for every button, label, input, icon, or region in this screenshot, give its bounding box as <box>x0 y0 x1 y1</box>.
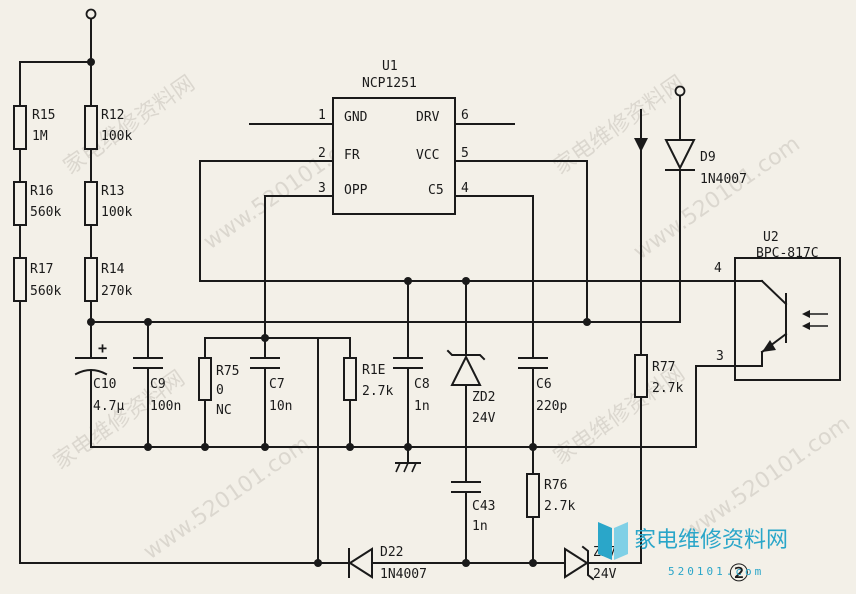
brand-url: 520101.com <box>668 565 764 578</box>
junctions <box>87 58 591 567</box>
c7-ref: C7 <box>269 377 285 392</box>
ground-symbol <box>395 462 421 473</box>
r76-body <box>526 473 540 518</box>
u2-pin3-num: 3 <box>716 349 724 364</box>
r13-ref: R13 <box>101 184 124 199</box>
r16-body <box>13 181 27 226</box>
u1-pin3-name: OPP <box>344 183 368 198</box>
c6-ref: C6 <box>536 377 552 392</box>
diodes: D9 1N4007 ZD2 24V D22 1N4007 ZD7 24V <box>348 139 747 582</box>
c10-polarity: + <box>98 339 107 357</box>
r77-value: 2.7k <box>652 381 683 396</box>
zd2-value: 24V <box>472 411 496 426</box>
watermark-text: 家电维修资料网 <box>59 71 200 180</box>
u1-ref: U1 <box>382 59 398 74</box>
brand-logo: 家电维修资料网 520101.com <box>598 522 788 578</box>
d22-ref: D22 <box>380 545 403 560</box>
u2-pin4-num: 4 <box>714 261 722 276</box>
r1e-body <box>343 357 357 401</box>
capacitors: + C10 4.7μ C9 100n C7 10n C8 1n C6 220p … <box>74 339 567 534</box>
c9-ref: C9 <box>150 377 166 392</box>
r12-value: 100k <box>101 129 132 144</box>
u1-pin4-num: 4 <box>461 181 469 196</box>
r14-value: 270k <box>101 284 132 299</box>
u1-pin5-name: VCC <box>416 148 439 163</box>
brand-book-icon <box>598 522 628 560</box>
r13-body <box>84 181 98 226</box>
r1e-ref: R1E <box>362 363 385 378</box>
u1-part: NCP1251 <box>362 76 417 91</box>
u1-pin6-num: 6 <box>461 108 469 123</box>
c43-value: 1n <box>472 519 488 534</box>
r75-value: 0 <box>216 383 224 398</box>
c6-value: 220p <box>536 399 567 414</box>
r14-ref: R14 <box>101 262 125 277</box>
r77-body <box>634 354 648 398</box>
u2-part: BPC-817C <box>756 246 819 261</box>
r75-ref: R75 <box>216 364 239 379</box>
r16-ref: R16 <box>30 184 53 199</box>
input-terminal-d9 <box>674 85 686 97</box>
input-terminal-top <box>85 8 97 20</box>
d9-ref: D9 <box>700 150 716 165</box>
r15-value: 1M <box>32 129 48 144</box>
u1-pin1-num: 1 <box>318 108 326 123</box>
r1e-value: 2.7k <box>362 384 393 399</box>
u1-pin2-num: 2 <box>318 146 326 161</box>
u2-ref: U2 <box>763 230 779 245</box>
c10-value: 4.7μ <box>93 399 124 414</box>
r14-body <box>84 257 98 302</box>
current-arrow-icon <box>634 138 648 152</box>
watermark-url: www.520101.com <box>679 411 855 544</box>
watermark-text: 家电维修资料网 <box>49 366 190 475</box>
r75-body <box>198 357 212 401</box>
d9-value: 1N4007 <box>700 172 747 187</box>
u1-pin6-name: DRV <box>416 110 440 125</box>
u1-pin5-num: 5 <box>461 146 469 161</box>
watermark-text: 家电维修资料网 <box>549 361 690 470</box>
r17-ref: R17 <box>30 262 53 277</box>
r15-body <box>13 105 27 150</box>
r76-ref: R76 <box>544 478 567 493</box>
r12-body <box>84 105 98 150</box>
c7-value: 10n <box>269 399 292 414</box>
optocoupler-u2: U2 BPC-817C 4 3 <box>714 230 841 381</box>
figure-number: ② <box>728 559 750 587</box>
watermark-text: 家电维修资料网 <box>549 71 690 180</box>
r76-value: 2.7k <box>544 499 575 514</box>
u1-pin2-name: FR <box>344 148 360 163</box>
watermark-url: www.520101.com <box>139 431 315 564</box>
r15-ref: R15 <box>32 108 55 123</box>
u1-pin4-name: C5 <box>428 183 444 198</box>
r16-value: 560k <box>30 205 61 220</box>
r75-note: NC <box>216 403 232 418</box>
c43-ref: C43 <box>472 499 495 514</box>
r13-value: 100k <box>101 205 132 220</box>
brand-name: 家电维修资料网 <box>634 528 788 553</box>
c8-value: 1n <box>414 399 430 414</box>
zd7-value: 24V <box>593 567 617 582</box>
d22-value: 1N4007 <box>380 567 427 582</box>
zd2-ref: ZD2 <box>472 390 495 405</box>
r77-ref: R77 <box>652 360 675 375</box>
r12-ref: R12 <box>101 108 124 123</box>
c10-ref: C10 <box>93 377 116 392</box>
r17-value: 560k <box>30 284 61 299</box>
resistors: R15 1M R16 560k R17 560k R12 100k R13 10… <box>13 105 683 518</box>
r17-body <box>13 257 27 302</box>
u1-pin3-num: 3 <box>318 181 326 196</box>
c8-ref: C8 <box>414 377 430 392</box>
u1-pin1-name: GND <box>344 110 368 125</box>
c9-value: 100n <box>150 399 181 414</box>
ic-u1: U1 NCP1251 1 GND 2 FR 3 OPP 6 DRV 5 VCC … <box>318 59 469 215</box>
